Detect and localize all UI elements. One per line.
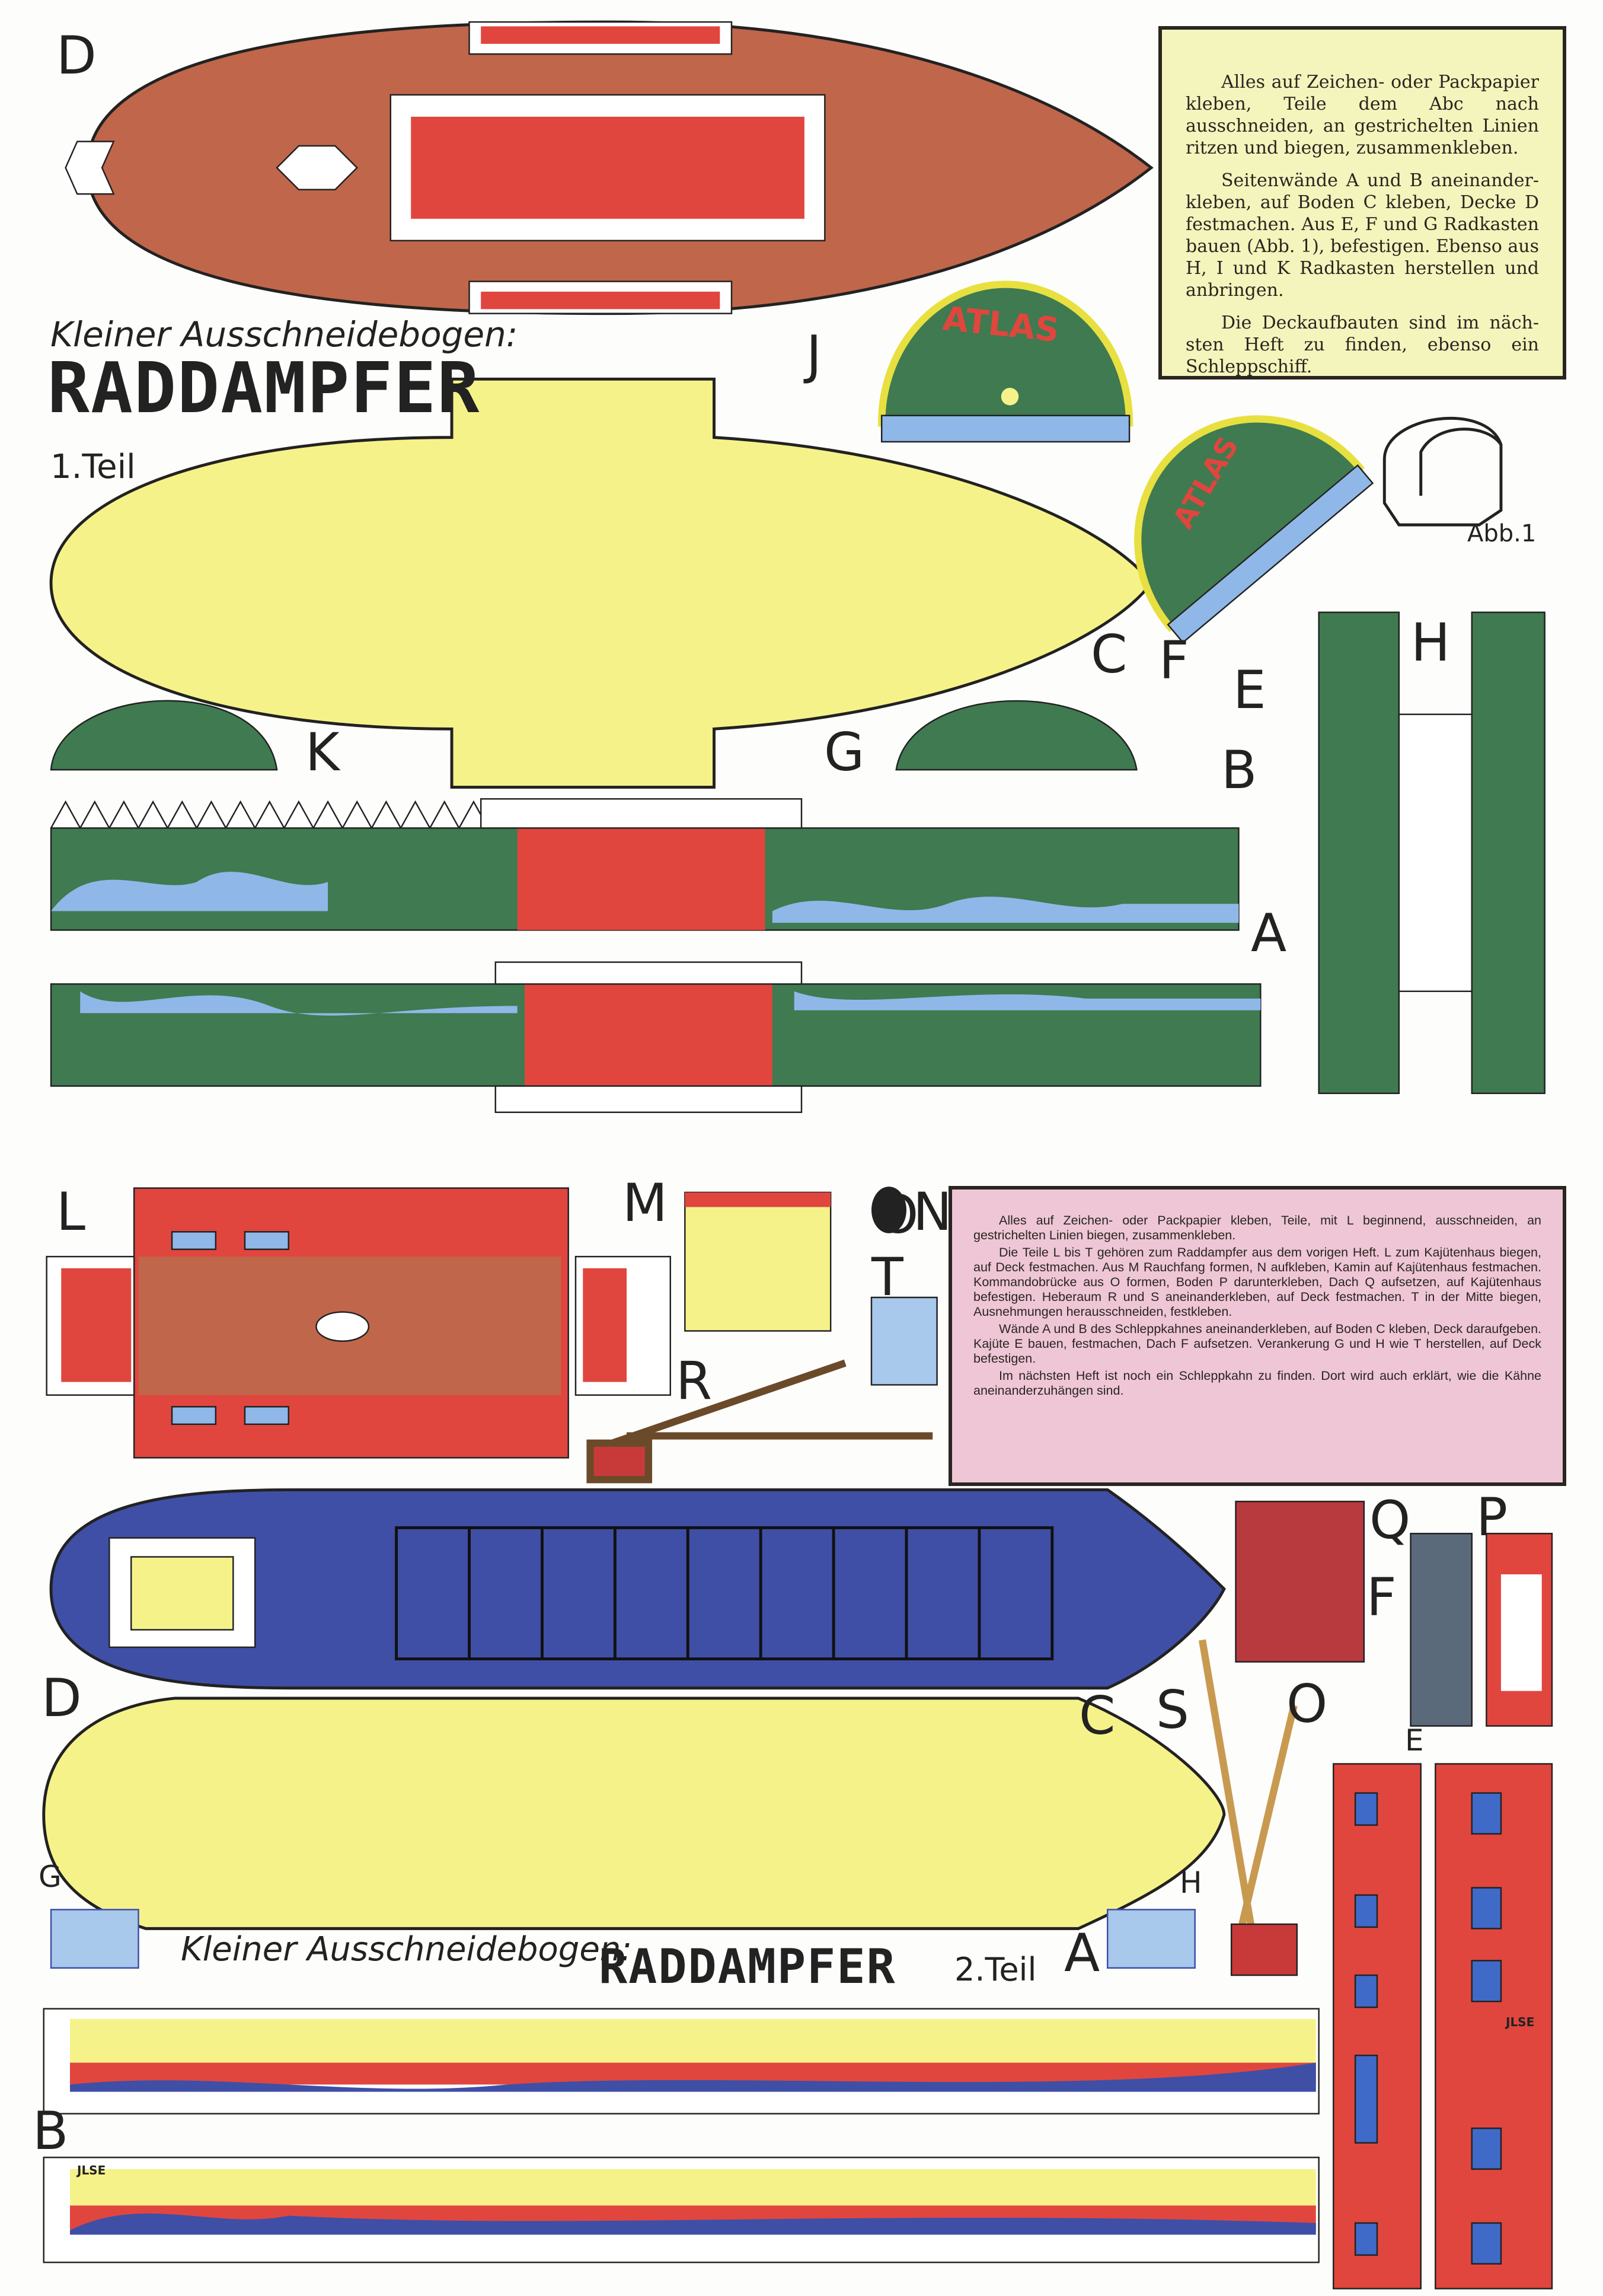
roof-F [1410,1532,1473,1727]
part-label-R: R [676,1350,713,1411]
part-label-T: T [871,1246,903,1308]
figure-abb1 [1382,416,1503,527]
cabin-E-right [1435,1763,1553,2289]
part-label-S: S [1156,1679,1189,1740]
barge-deck-D [49,1488,1226,1690]
part-label-J: J [806,324,822,385]
cabin-E-left [1333,1763,1422,2289]
instruction-paragraph: Im nächsten Heft ist noch ein Schleppkah… [973,1369,1541,1398]
part-label-L: L [56,1181,86,1242]
figure-label: Abb.1 [1467,520,1537,547]
title-part1: RADDAMPFER [47,347,481,429]
part-label-H2: H [1180,1866,1202,1900]
title-part2: RADDAMPFER [599,1939,896,1994]
part-label-D: D [56,25,97,86]
instruction-paragraph: Seitenwände A und B aneinander­kleben, a… [1186,170,1539,301]
barge-name-A: JLSE [1506,2015,1535,2029]
side-wall-B [50,798,1240,931]
anchor-T [870,1296,938,1386]
barge-wall-B [43,2157,1320,2263]
barge-name-B: JLSE [77,2163,106,2177]
part-label-P: P [1476,1487,1508,1548]
chimney-cap-N [871,1187,906,1233]
part-label-2: 2.Teil [954,1951,1037,1988]
instructions-box-part2: Alles auf Zeichen- oder Packpapier klebe… [949,1186,1566,1486]
part-label-B2: B [33,2100,69,2161]
subtitle-part2: Kleiner Ausschneidebogen: [181,1930,633,1969]
instructions-box-part1: Alles auf Zeichen- oder Pack­papier kleb… [1158,26,1566,380]
paddle-box-J [878,280,1133,443]
paddle-cover-K [50,700,278,771]
anchor-H [1106,1909,1196,1969]
part-label-G2: G [39,1860,62,1894]
part-label-A: A [1251,903,1287,964]
roof-Q [1235,1500,1365,1663]
part-label-C: C [1091,624,1128,685]
chimney-M [684,1191,832,1332]
part-label-N: N [913,1181,952,1242]
part-label-A2: A [1064,1922,1100,1984]
instruction-paragraph: Alles auf Zeichen- oder Pack­papier kleb… [1186,72,1539,158]
paddle-box-F [1134,415,1374,644]
crane-R [586,1359,933,1484]
part-label-G: G [824,722,865,783]
part-label-B: B [1221,739,1257,801]
part-label-C2: C [1079,1685,1116,1746]
part-label-H: H [1411,612,1451,673]
part-label-O: O [877,1184,919,1245]
part-label-E: E [1233,659,1266,720]
paddle-cover-G [895,700,1138,771]
barge-bottom-C [42,1697,1226,1930]
instruction-paragraph: Die Teile L bis T gehören zum Raddampfer… [973,1245,1541,1319]
part-label-E2: E [1405,1723,1424,1758]
part-label-D2: D [41,1667,82,1729]
instruction-paragraph: Die Deckaufbauten sind im näch­sten Heft… [1186,312,1539,377]
crane-S [1198,1639,1298,1940]
bottom-C [49,377,1154,789]
deck-D [65,20,1154,315]
part-label-F2: F [1366,1567,1397,1628]
wheel-rim-H [1471,611,1545,1095]
wheel-rim-E [1318,611,1400,1095]
part-label-1: 1.Teil [50,448,136,486]
part-label-F: F [1159,630,1189,691]
instruction-paragraph: Wände A und B des Schleppkahnes aneinand… [973,1322,1541,1366]
part-label-K: K [305,722,340,783]
part-label-M: M [622,1172,668,1233]
side-wall-A [50,961,1262,1114]
part-label-O2: O [1286,1673,1328,1734]
barge-wall-A [43,2008,1320,2115]
anchor-G [50,1909,139,1969]
instruction-paragraph: Alles auf Zeichen- oder Packpapier klebe… [973,1213,1541,1242]
subtitle-part1: Kleiner Ausschneidebogen: [50,314,518,355]
part-label-Q: Q [1369,1490,1411,1551]
cabin-L [46,1187,671,1459]
